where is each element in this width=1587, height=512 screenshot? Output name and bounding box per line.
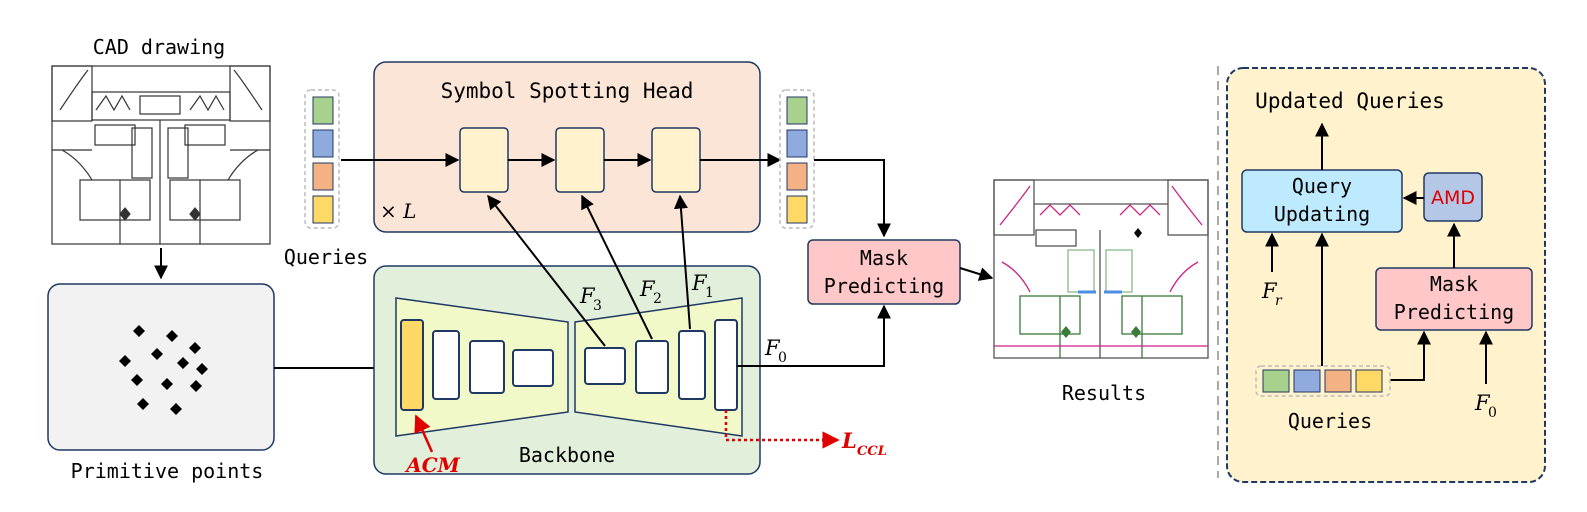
arrow-mask-to-results bbox=[959, 267, 994, 281]
query-token-orange-out bbox=[786, 162, 808, 191]
f3-sub: 3 bbox=[593, 298, 602, 314]
query-updating-line1: Query bbox=[1292, 174, 1352, 198]
fr-sub: r bbox=[1275, 293, 1283, 309]
arrow-f2-to-block2 bbox=[581, 194, 653, 340]
encoder-layer-2 bbox=[469, 340, 505, 394]
primitive-points-box bbox=[47, 283, 275, 451]
results-label: Results bbox=[1062, 381, 1146, 405]
arrow-f1-to-block3 bbox=[673, 194, 691, 330]
f1-label: F bbox=[691, 271, 708, 295]
f2-sub: 2 bbox=[653, 291, 662, 307]
query-token-green-r bbox=[1262, 369, 1290, 393]
queries-left-label: Queries bbox=[284, 245, 368, 269]
query-token-orange-r bbox=[1324, 369, 1352, 393]
arrow-f0-to-mask bbox=[737, 304, 891, 367]
query-token-green-out bbox=[786, 96, 808, 125]
query-token-blue-r bbox=[1293, 369, 1321, 393]
query-token-blue-out bbox=[786, 129, 808, 158]
acm-layer bbox=[400, 319, 424, 411]
decoder-layer-f1 bbox=[678, 330, 706, 400]
decoder-layer-f0 bbox=[714, 319, 738, 411]
decoder-layer-f3 bbox=[584, 347, 626, 385]
decoder-block-2 bbox=[555, 127, 605, 193]
acm-arrow bbox=[414, 414, 434, 453]
arrow-queries-to-mask-r bbox=[1390, 330, 1431, 381]
f0-sub: 0 bbox=[778, 350, 787, 366]
backbone-label: Backbone bbox=[519, 443, 615, 467]
ccl-loss-sub: CCL bbox=[857, 444, 887, 459]
times-l-label: × L bbox=[380, 199, 416, 223]
arrow-queries-to-mask bbox=[814, 159, 891, 238]
results-image bbox=[993, 179, 1209, 359]
f0-label: F bbox=[764, 336, 781, 360]
query-token-yellow-r bbox=[1355, 369, 1383, 393]
mask-predicting-r-line2: Predicting bbox=[1394, 300, 1514, 324]
acm-label: ACM bbox=[404, 453, 460, 477]
query-token-yellow-out bbox=[786, 195, 808, 224]
symbol-spotting-head-title: Symbol Spotting Head bbox=[441, 79, 694, 103]
decoder-layer-f2 bbox=[635, 340, 669, 394]
ccl-loss-label: L bbox=[841, 428, 857, 453]
decoder-block-3 bbox=[651, 127, 701, 193]
query-token-green-left bbox=[312, 96, 334, 125]
query-token-blue-left bbox=[312, 129, 334, 158]
amd-label: AMD bbox=[1431, 187, 1475, 209]
f2-label: F bbox=[639, 277, 656, 301]
f1-sub: 1 bbox=[705, 285, 714, 301]
f0-r-label: F bbox=[1474, 391, 1491, 415]
ccl-loss-arrow bbox=[724, 410, 840, 449]
query-updating-line2: Updating bbox=[1274, 202, 1370, 226]
mask-predicting-line1: Mask bbox=[860, 246, 908, 270]
decoder-block-1 bbox=[459, 127, 509, 193]
queries-right-label: Queries bbox=[1288, 409, 1372, 433]
f0-r-sub: 0 bbox=[1488, 405, 1497, 421]
primitive-points-label: Primitive points bbox=[71, 459, 264, 483]
encoder-layer-3 bbox=[512, 349, 554, 387]
mask-predicting-r-line1: Mask bbox=[1430, 272, 1478, 296]
fr-label: F bbox=[1261, 279, 1278, 303]
mask-predicting-box bbox=[807, 239, 961, 305]
queries-row-bracket bbox=[1255, 365, 1391, 397]
cad-drawing-label: CAD drawing bbox=[93, 35, 225, 59]
mask-predicting-line2: Predicting bbox=[824, 274, 944, 298]
cad-drawing-image bbox=[51, 65, 271, 245]
primitive-points-diamonds bbox=[119, 325, 208, 415]
query-token-yellow-left bbox=[312, 195, 334, 224]
updated-queries-label: Updated Queries bbox=[1255, 89, 1445, 113]
queries-left-bracket bbox=[304, 89, 340, 229]
encoder-layer-1 bbox=[432, 330, 460, 400]
arrow-f3-to-block1 bbox=[487, 194, 606, 347]
f3-label: F bbox=[579, 284, 596, 308]
query-token-orange-left bbox=[312, 162, 334, 191]
